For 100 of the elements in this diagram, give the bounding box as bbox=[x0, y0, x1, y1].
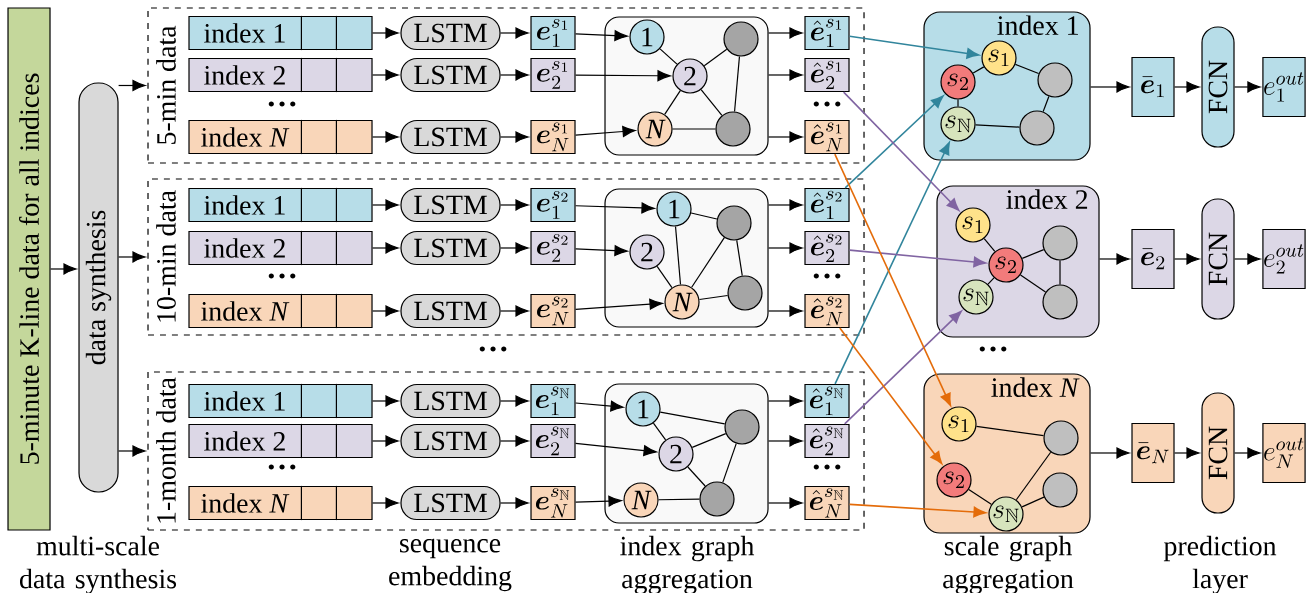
embedding-box: $\hat{\boldsymbol{e}}_{2}^{s_{2}}$ bbox=[804, 230, 850, 266]
graph-node bbox=[1043, 420, 1079, 456]
arrow bbox=[1090, 447, 1130, 459]
graph-edge bbox=[703, 48, 728, 67]
arrow bbox=[1174, 447, 1200, 459]
graph-edge bbox=[983, 237, 996, 252]
arrow bbox=[1234, 253, 1261, 265]
arrow bbox=[768, 131, 803, 143]
graph-edge bbox=[972, 66, 985, 74]
graph-edge bbox=[687, 466, 706, 487]
arrow bbox=[372, 435, 399, 447]
embedding-box: $\boldsymbol{e}_{N}^{s_{1}}$ bbox=[530, 119, 576, 155]
arrow bbox=[372, 305, 399, 317]
arrow bbox=[500, 435, 529, 447]
graph-node bbox=[1019, 110, 1055, 146]
rounded-box: LSTM bbox=[400, 485, 501, 521]
arrow bbox=[50, 263, 77, 275]
graph-node: $s_{2}$ bbox=[940, 64, 976, 100]
data-row: index 2 bbox=[188, 423, 373, 459]
embedding-box: $\hat{\boldsymbol{e}}_{2}^{s_{\mathbb{N}}}$ bbox=[804, 423, 850, 459]
arrow bbox=[768, 242, 803, 254]
embedding-box: $\hat{\boldsymbol{e}}_{2}^{s_{1}}$ bbox=[804, 57, 850, 93]
graph-edge bbox=[691, 433, 727, 448]
arrow bbox=[575, 126, 636, 137]
graph-edge bbox=[656, 265, 673, 289]
graph-edge bbox=[700, 89, 723, 116]
arrow bbox=[500, 497, 529, 509]
graph-edge bbox=[1021, 249, 1045, 259]
arrow bbox=[575, 30, 628, 42]
output-box: $e_{1}^{out}$ bbox=[1262, 56, 1306, 118]
ellipsis-dots: … bbox=[268, 101, 296, 107]
ellipsis-dots: … bbox=[813, 101, 841, 107]
arrow bbox=[848, 35, 980, 59]
arrow bbox=[843, 310, 962, 425]
arrow bbox=[372, 242, 399, 254]
graph-node: N bbox=[664, 284, 700, 320]
graph-edge bbox=[1042, 95, 1050, 113]
arrow bbox=[372, 395, 399, 407]
graph-edge bbox=[652, 422, 667, 441]
graph-edge bbox=[691, 237, 725, 288]
arrow bbox=[575, 495, 622, 507]
arrow bbox=[500, 199, 529, 211]
graph-edge bbox=[698, 294, 729, 301]
rounded-box: data synthesis bbox=[78, 82, 119, 493]
data-row: index 2 bbox=[188, 230, 373, 266]
rounded-box: LSTM bbox=[400, 15, 501, 51]
rounded-box: LSTM bbox=[400, 57, 501, 93]
graph-node: $s_{\mathbb{N}}$ bbox=[958, 279, 994, 315]
graph-edge bbox=[1014, 63, 1040, 75]
arrow bbox=[372, 69, 399, 81]
rounded-box: LSTM bbox=[400, 187, 501, 223]
graph-edge bbox=[733, 55, 741, 113]
embedding-box: $\hat{\boldsymbol{e}}_{N}^{s_{2}}$ bbox=[804, 293, 850, 329]
arrow bbox=[768, 435, 803, 447]
graph-edge bbox=[987, 277, 995, 285]
embedding-box: $\boldsymbol{e}_{2}^{s_{2}}$ bbox=[530, 230, 576, 266]
rounded-box: LSTM bbox=[400, 423, 501, 459]
arrow bbox=[500, 69, 529, 81]
arrow bbox=[575, 245, 628, 257]
arrow bbox=[372, 131, 399, 143]
graph-edge bbox=[1059, 260, 1061, 285]
arrow bbox=[118, 251, 146, 263]
embedding-box: $\hat{\boldsymbol{e}}_{1}^{s_{2}}$ bbox=[804, 187, 850, 223]
graph-node: $s_{1}$ bbox=[941, 406, 977, 442]
graph-edge bbox=[664, 90, 681, 115]
arrow bbox=[500, 27, 529, 39]
arrow bbox=[575, 298, 663, 311]
graph-node: $s_{1}$ bbox=[955, 207, 991, 243]
graph-edge bbox=[722, 443, 737, 483]
output-box: $e_{N}^{out}$ bbox=[1262, 422, 1306, 484]
arrow bbox=[118, 80, 146, 91]
embedding-box: $\bar{\boldsymbol{e}}_{2}$ bbox=[1131, 228, 1175, 290]
arrow bbox=[500, 305, 529, 317]
rounded-box: FCN bbox=[1201, 26, 1235, 148]
data-row: index N bbox=[188, 293, 373, 329]
ellipsis-dots: … bbox=[268, 464, 296, 470]
graph-edge bbox=[957, 99, 959, 107]
ellipsis-dots: … bbox=[479, 346, 507, 352]
arrow bbox=[844, 95, 944, 189]
graph-edge bbox=[1015, 451, 1052, 501]
data-row: index 1 bbox=[188, 383, 373, 419]
embedding-box: $\bar{\boldsymbol{e}}_{1}$ bbox=[1131, 56, 1175, 118]
graph-node bbox=[724, 409, 760, 445]
arrow bbox=[768, 305, 803, 317]
graph-node bbox=[723, 21, 759, 57]
arrow bbox=[575, 400, 624, 412]
graph-node: $s_{\mathbb{N}}$ bbox=[988, 496, 1024, 532]
ellipsis-dots: … bbox=[813, 464, 841, 470]
graph-node bbox=[716, 205, 752, 241]
arrow bbox=[848, 503, 987, 518]
data-row: index 1 bbox=[188, 187, 373, 223]
arrow bbox=[768, 69, 803, 81]
graph-edge bbox=[672, 128, 716, 130]
arrow bbox=[768, 497, 803, 509]
data-row: index N bbox=[188, 485, 373, 521]
graph-edge bbox=[975, 425, 1045, 437]
arrow bbox=[575, 202, 655, 214]
arrow bbox=[575, 442, 657, 457]
graph-node: N bbox=[623, 482, 659, 518]
arrow bbox=[500, 242, 529, 254]
